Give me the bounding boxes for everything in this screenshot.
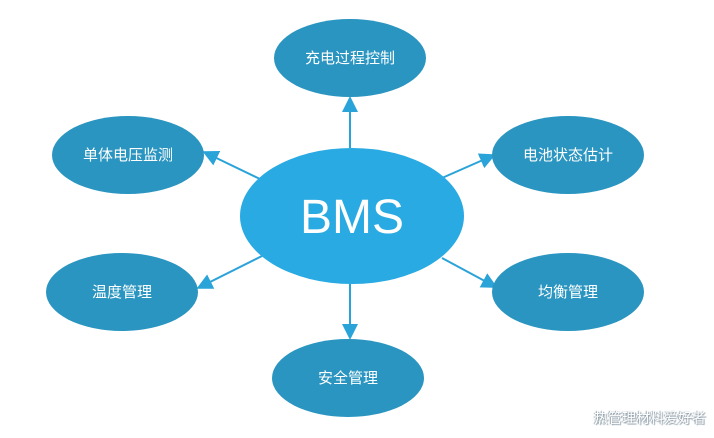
node-label-left-bottom: 温度管理 [92, 283, 152, 301]
node-label-right-top: 电池状态估计 [523, 146, 613, 164]
node-top [274, 19, 426, 97]
node-label-right-bottom: 均衡管理 [538, 283, 598, 301]
arrow-right-bottom [441, 257, 498, 288]
node-label-top: 充电过程控制 [305, 49, 395, 67]
node-right-bottom [492, 253, 644, 331]
node-left-top [52, 116, 204, 194]
arrow-right-top [441, 153, 496, 179]
node-label-left-top: 单体电压监测 [83, 146, 173, 164]
arrow-left-top [202, 151, 263, 181]
center-node [240, 148, 464, 284]
node-bottom [272, 339, 424, 417]
arrow-left-bottom [196, 255, 263, 289]
node-left-bottom [46, 253, 198, 331]
watermark: 热管理材料爱好者 [594, 411, 706, 427]
center-label: BMS [300, 191, 404, 244]
node-right-top [492, 116, 644, 194]
node-label-bottom: 安全管理 [318, 369, 378, 387]
